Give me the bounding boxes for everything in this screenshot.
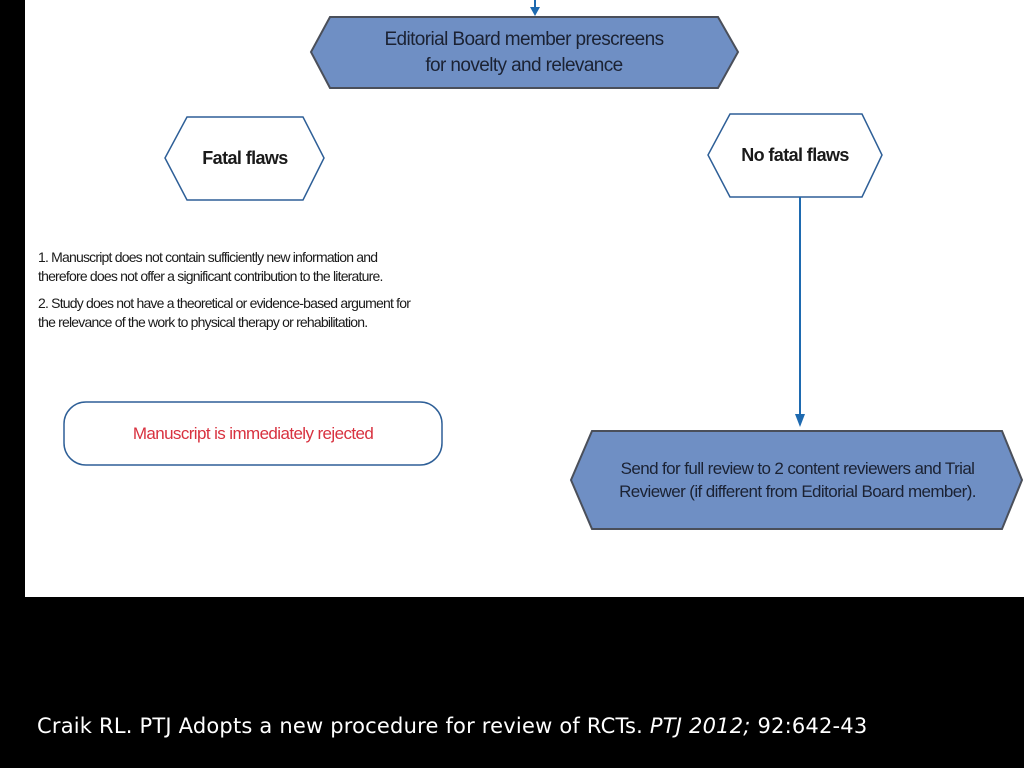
caption-prefix: Craik RL. PTJ Adopts a new procedure for… (37, 714, 650, 738)
caption-pages: 92:642-43 (750, 714, 868, 738)
criterion-1-line-2: therefore does not offer a significant c… (38, 267, 383, 284)
full-review-label: Send for full review to 2 content review… (585, 436, 1010, 526)
flowchart (63, 0, 1024, 530)
prescreen-line-2: for novelty and relevance (425, 55, 623, 76)
prescreen-label: Editorial Board member prescreens for no… (330, 20, 718, 86)
fatal-flaws-node (164, 116, 325, 201)
incoming-arrowhead (530, 7, 540, 16)
criterion-2: 2. Study does not have a theoretical or … (38, 294, 508, 332)
criterion-2-line-2: the relevance of the work to physical th… (38, 313, 368, 330)
full-review-line-1: Send for full review to 2 content review… (620, 459, 975, 479)
criterion-2-line-1: 2. Study does not have a theoretical or … (38, 294, 411, 311)
rejected-label: Manuscript is immediately rejected (132, 423, 374, 443)
citation-caption: Craik RL. PTJ Adopts a new procedure for… (37, 714, 867, 738)
review-arrowhead (795, 414, 805, 427)
no-fatal-flaws-node (707, 113, 883, 198)
caption-journal: PTJ 2012; (649, 714, 751, 738)
fatal-flaws-label: Fatal flaws (202, 147, 288, 168)
no-fatal-flaws-label: No fatal flaws (741, 144, 849, 165)
full-review-node (569, 430, 1024, 530)
prescreen-node (309, 16, 740, 89)
prescreen-line-1: Editorial Board member prescreens (384, 29, 664, 51)
criterion-1-line-1: 1. Manuscript does not contain sufficien… (38, 249, 378, 265)
rejected-node (63, 401, 443, 466)
criterion-1: 1. Manuscript does not contain sufficien… (38, 248, 508, 286)
full-review-line-2: Reviewer (if different from Editorial Bo… (619, 482, 976, 501)
fatal-flaw-criteria: 1. Manuscript does not contain sufficien… (38, 248, 508, 332)
